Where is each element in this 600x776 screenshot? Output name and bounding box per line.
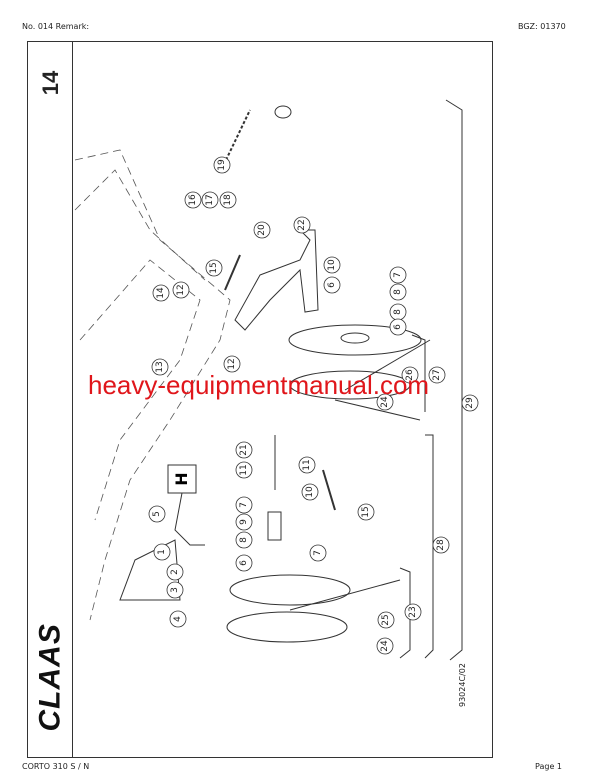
callout-23: 23	[404, 603, 422, 621]
svg-text:29: 29	[465, 397, 475, 409]
frame-outline-dashed	[74, 149, 231, 621]
svg-text:7: 7	[313, 550, 323, 556]
callout-9: 9	[235, 513, 253, 531]
svg-text:20: 20	[257, 224, 267, 236]
callout-5: 5	[148, 505, 166, 523]
callout-13: 13	[151, 358, 169, 376]
callout-24: 24	[376, 637, 394, 655]
callout-10: 10	[323, 256, 341, 274]
callout-7: 7	[389, 266, 407, 284]
svg-text:3: 3	[170, 587, 180, 593]
side-strip: 14 CLAAS	[28, 42, 73, 757]
page-footer-right: Page 1	[535, 762, 562, 771]
page-footer-left: CORTO 310 S / N	[22, 762, 90, 771]
callout-8: 8	[235, 531, 253, 549]
svg-text:4: 4	[173, 616, 183, 622]
callout-6: 6	[323, 276, 341, 294]
svg-text:8: 8	[393, 289, 403, 295]
svg-text:9: 9	[239, 519, 249, 525]
callout-26: 26	[401, 366, 419, 384]
svg-text:8: 8	[239, 537, 249, 543]
svg-text:11: 11	[302, 459, 312, 470]
svg-text:13: 13	[155, 361, 165, 372]
svg-text:18: 18	[223, 194, 233, 206]
svg-text:1: 1	[157, 549, 167, 555]
svg-text:14: 14	[156, 287, 166, 299]
callout-10: 10	[301, 483, 319, 501]
callout-1: 1	[153, 543, 171, 561]
diagram-frame: 14 CLAAS 93024C/02	[27, 41, 493, 758]
svg-text:6: 6	[393, 324, 403, 330]
callout-28: 28	[432, 536, 450, 554]
callout-20: 20	[253, 221, 271, 239]
svg-text:17: 17	[205, 194, 215, 205]
svg-text:11: 11	[239, 464, 249, 475]
callout-21: 21	[235, 441, 253, 459]
callout-4: 4	[169, 610, 187, 628]
callout-3: 3	[166, 581, 184, 599]
svg-text:12: 12	[227, 358, 237, 369]
callout-19: 19	[213, 156, 231, 174]
svg-text:21: 21	[239, 444, 249, 455]
callout-11: 11	[235, 461, 253, 479]
svg-text:10: 10	[327, 259, 337, 271]
callout-29: 29	[461, 394, 479, 412]
svg-text:2: 2	[170, 569, 180, 575]
svg-text:27: 27	[432, 369, 442, 380]
svg-text:24: 24	[380, 640, 390, 652]
svg-text:25: 25	[381, 614, 391, 625]
callout-27: 27	[428, 366, 446, 384]
callout-18: 18	[219, 191, 237, 209]
svg-text:7: 7	[239, 502, 249, 508]
callout-12: 12	[172, 281, 190, 299]
svg-text:26: 26	[405, 369, 415, 381]
callout-11: 11	[298, 456, 316, 474]
callout-24: 24	[376, 393, 394, 411]
svg-text:10: 10	[305, 486, 315, 498]
callout-8: 8	[389, 283, 407, 301]
callout-8: 8	[389, 303, 407, 321]
page-header-right: BGZ: 01370	[518, 22, 566, 31]
callout-6: 6	[389, 318, 407, 336]
svg-text:12: 12	[176, 284, 186, 295]
svg-text:6: 6	[239, 560, 249, 566]
svg-text:19: 19	[217, 159, 227, 171]
svg-text:24: 24	[380, 396, 390, 408]
svg-text:23: 23	[408, 606, 418, 617]
callout-15: 15	[205, 259, 223, 277]
watermark: heavy-equipmentmanual.com	[88, 370, 430, 400]
svg-text:7: 7	[393, 272, 403, 278]
svg-text:5: 5	[152, 511, 162, 517]
callout-2: 2	[166, 563, 184, 581]
callout-12: 12	[223, 355, 241, 373]
svg-text:6: 6	[327, 282, 337, 288]
svg-text:15: 15	[361, 506, 371, 517]
callout-7: 7	[309, 544, 327, 562]
pedal-letter: H	[172, 472, 191, 485]
callout-22: 22	[293, 216, 311, 234]
svg-text:28: 28	[436, 539, 446, 551]
callout-14: 14	[152, 284, 170, 302]
svg-text:22: 22	[297, 219, 307, 230]
callout-16: 16	[184, 191, 202, 209]
callout-17: 17	[201, 191, 219, 209]
svg-text:16: 16	[188, 194, 198, 206]
svg-text:8: 8	[393, 309, 403, 315]
callout-6: 6	[235, 554, 253, 572]
callout-15: 15	[357, 503, 375, 521]
svg-text:15: 15	[209, 262, 219, 273]
callout-7: 7	[235, 496, 253, 514]
callout-25: 25	[377, 611, 395, 629]
page-header-left: No. 014 Remark:	[22, 22, 90, 31]
